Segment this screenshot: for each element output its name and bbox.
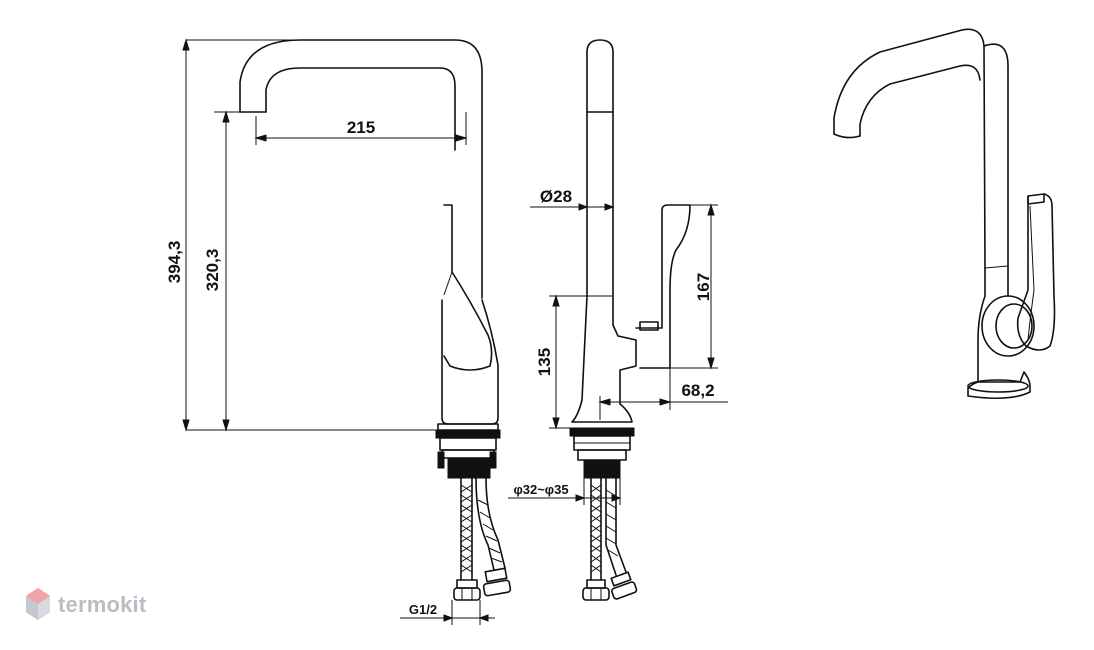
front-body <box>441 299 499 425</box>
perspective-lever <box>1016 193 1056 351</box>
dim-spout-height: 320,3 <box>203 249 222 292</box>
side-base-gasket <box>569 427 635 437</box>
side-view <box>508 39 728 601</box>
front-spout-inner <box>265 67 456 151</box>
perspective-base <box>967 371 1031 400</box>
perspective-spout-outer <box>833 28 986 269</box>
dim-lever-length: 167 <box>694 273 713 301</box>
dim-spout-reach: 215 <box>347 118 375 137</box>
perspective-view <box>833 28 1056 400</box>
front-fitting-right <box>484 567 508 583</box>
brand-name: termokit <box>58 592 147 617</box>
dim-body-height: 135 <box>535 348 554 376</box>
dim-total-height: 394,3 <box>165 241 184 284</box>
perspective-body <box>977 265 1009 383</box>
side-lever <box>635 204 691 369</box>
perspective-cartridge <box>981 295 1035 357</box>
front-base-gasket <box>435 429 501 439</box>
brand-logo: termokit <box>24 586 146 624</box>
side-spout-pipe <box>586 39 614 326</box>
dim-mount-hole: φ32~φ35 <box>513 482 568 497</box>
side-body <box>571 295 637 423</box>
dim-spout-diameter: Ø28 <box>540 187 572 206</box>
side-hose-right <box>605 477 627 576</box>
front-fitting-left <box>456 579 478 589</box>
dim-lever-depth: 68,2 <box>681 381 714 400</box>
droplet-cube-icon <box>26 588 50 620</box>
front-spout-outline <box>239 39 483 299</box>
side-fitting-left <box>586 579 606 589</box>
perspective-spout-inner <box>859 64 981 137</box>
dim-thread: G1/2 <box>409 602 437 617</box>
front-lever <box>443 204 493 371</box>
front-hose-right <box>475 477 506 571</box>
side-fitting-right <box>610 571 632 587</box>
front-view <box>182 38 512 625</box>
